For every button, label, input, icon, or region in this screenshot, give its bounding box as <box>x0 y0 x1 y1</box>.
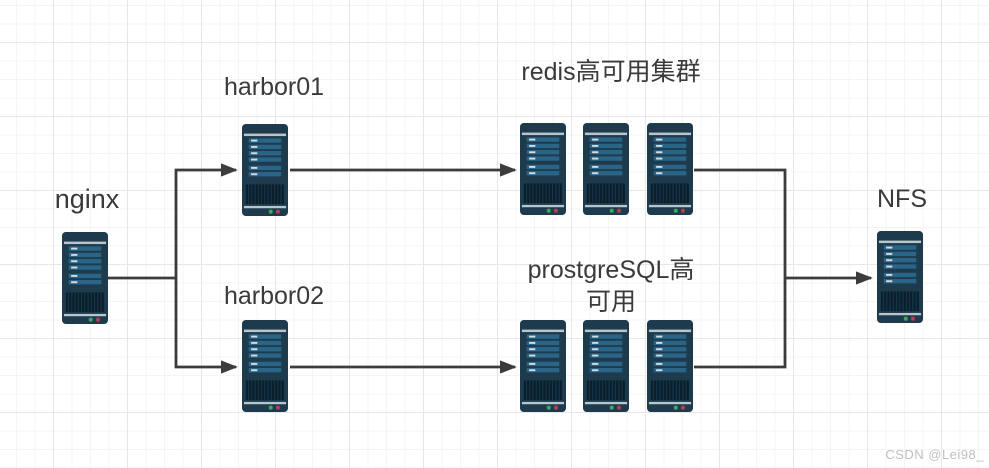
postgres-server-2-icon <box>583 318 629 414</box>
nginx-label: nginx <box>54 184 120 214</box>
postgres-cluster-label-line2: 可用 <box>585 288 636 316</box>
postgres-cluster-label-line1: prostgreSQL高 <box>527 256 695 284</box>
redis-server-2-icon <box>583 121 629 217</box>
postgres-server-1-icon <box>520 318 566 414</box>
connector-nginx-harbor01 <box>174 163 238 278</box>
redis-cluster-label: redis高可用集群 <box>521 58 701 86</box>
nginx-server-icon <box>62 230 108 326</box>
redis-server-3-icon <box>647 121 693 217</box>
postgres-cluster-label: prostgreSQL高 可用 <box>501 254 721 318</box>
harbor02-server-icon <box>242 318 288 414</box>
harbor01-server-icon <box>242 122 288 218</box>
nfs-label: NFS <box>877 185 927 213</box>
harbor02-label: harbor02 <box>223 282 325 310</box>
harbor01-label: harbor01 <box>223 73 325 101</box>
redis-server-1-icon <box>520 121 566 217</box>
watermark: CSDN @Lei98_ <box>885 447 984 462</box>
postgres-server-3-icon <box>647 318 693 414</box>
nfs-server-icon <box>877 229 923 325</box>
